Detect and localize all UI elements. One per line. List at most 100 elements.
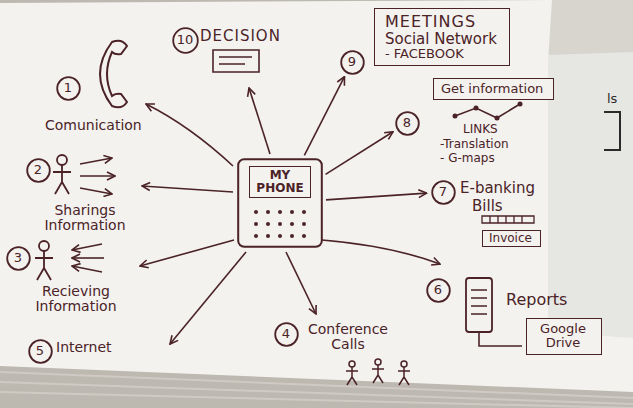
stick-figure — [372, 365, 384, 383]
flipchart-paper — [0, 0, 633, 392]
callout-circle-outline — [57, 77, 80, 100]
report-device — [466, 278, 492, 332]
callout-circle: 10 — [172, 27, 199, 54]
report-lines — [471, 290, 487, 314]
topic-text: - FACEBOOK — [385, 47, 499, 61]
keypad-dot — [278, 234, 282, 238]
invoice-box: Invoice — [482, 230, 541, 247]
callout-circle: 9 — [340, 50, 365, 75]
stick-figure — [53, 165, 71, 194]
topic-text: Social Network — [385, 31, 499, 48]
branch-arrow — [146, 104, 233, 166]
callout-circle: 1 — [56, 76, 81, 101]
callout-number: 9 — [348, 55, 356, 69]
callout-number: 3 — [14, 251, 22, 265]
branch-label: Conference Calls — [300, 322, 396, 353]
links-drawing — [455, 104, 520, 118]
branch-label: Reports — [506, 291, 567, 309]
callout-circle-outline — [341, 51, 364, 74]
callout-number: 4 — [282, 327, 290, 341]
keypad-dot — [290, 234, 294, 238]
callout-circle-outline — [275, 323, 298, 346]
receive-arrow — [72, 266, 102, 272]
share-arrow — [80, 175, 115, 177]
branch-label: -Translation — [440, 138, 509, 151]
bracket-line — [604, 112, 620, 150]
keypad-dot — [266, 222, 270, 226]
callout-circle-outline — [427, 279, 450, 302]
bill-band — [482, 216, 534, 223]
stick-figure — [375, 359, 381, 365]
link-dot — [474, 106, 479, 111]
callout-number: 7 — [439, 185, 447, 199]
callout-circle: 3 — [6, 246, 31, 271]
keypad-dot — [266, 234, 270, 238]
branch-label: E-banking — [460, 180, 535, 197]
callout-circle: 4 — [274, 322, 299, 347]
callout-circle: 2 — [26, 158, 51, 183]
keypad-dot — [254, 222, 258, 226]
branch-arrow — [142, 186, 233, 192]
branch-arrow — [322, 240, 440, 264]
stick-figure — [346, 367, 358, 385]
callout-circle-outline — [29, 340, 52, 363]
stick-figure — [57, 155, 67, 165]
branch-arrow — [140, 240, 234, 266]
branch-arrow — [304, 77, 344, 156]
stick-figure — [398, 367, 410, 385]
keypad-dot — [302, 222, 306, 226]
share-arrow — [80, 158, 112, 164]
phone-screen-text: MY PHONE — [249, 166, 311, 198]
link-dot — [518, 102, 523, 107]
callout-number: 10 — [177, 33, 194, 47]
paper-stack-edge — [0, 372, 633, 408]
share-arrow — [80, 188, 112, 194]
keypad-dot — [302, 234, 306, 238]
callout-number: 6 — [434, 283, 442, 297]
callout-circle: 7 — [431, 180, 456, 205]
keypad-dot — [302, 210, 306, 214]
keypad-dot — [254, 234, 258, 238]
link-dot — [453, 114, 458, 119]
callout-circle-outline — [396, 112, 419, 135]
topic-box: Get information — [433, 78, 554, 100]
drive-box: Google Drive — [526, 318, 602, 355]
meetings-box: MEETINGSSocial Network- FACEBOOK — [374, 8, 510, 66]
receive-arrow — [72, 244, 102, 250]
stick-figure — [349, 361, 355, 367]
phone-body: MY PHONE — [237, 158, 323, 248]
branch-arrow — [170, 252, 246, 344]
phone-keypad — [254, 210, 306, 238]
branch-arrow — [326, 132, 394, 175]
branch-label: ls — [607, 92, 617, 106]
branch-arrow — [286, 252, 316, 314]
callout-number: 1 — [64, 81, 72, 95]
stick-figure — [39, 241, 49, 251]
decision-sheet — [213, 50, 259, 72]
keypad-dot — [278, 210, 282, 214]
callout-circle-outline — [7, 247, 30, 270]
handset-icon — [100, 41, 127, 108]
branch-heading: DECISION — [200, 28, 281, 45]
topic-text: MEETINGS — [385, 13, 499, 31]
receive-arrow — [72, 257, 104, 259]
topic-text: Get information — [441, 82, 546, 96]
branch-label: - G-maps — [440, 152, 495, 165]
callout-number: 2 — [34, 163, 42, 177]
keypad-dot — [266, 210, 270, 214]
branch-arrow — [249, 88, 270, 154]
callout-number: 8 — [403, 116, 411, 130]
branch-label: Comunication — [45, 118, 142, 133]
callout-circle: 6 — [426, 278, 451, 303]
stick-figure — [35, 251, 53, 280]
keypad-dot — [290, 222, 294, 226]
branch-label: Internet — [56, 340, 112, 355]
keypad-dot — [254, 210, 258, 214]
callout-circle-outline — [173, 28, 198, 53]
branch-label: Bills — [472, 198, 503, 215]
branch-label: Sharings Information — [30, 203, 140, 234]
topic-text: Google Drive — [532, 322, 594, 351]
topic-text: Invoice — [489, 232, 534, 245]
